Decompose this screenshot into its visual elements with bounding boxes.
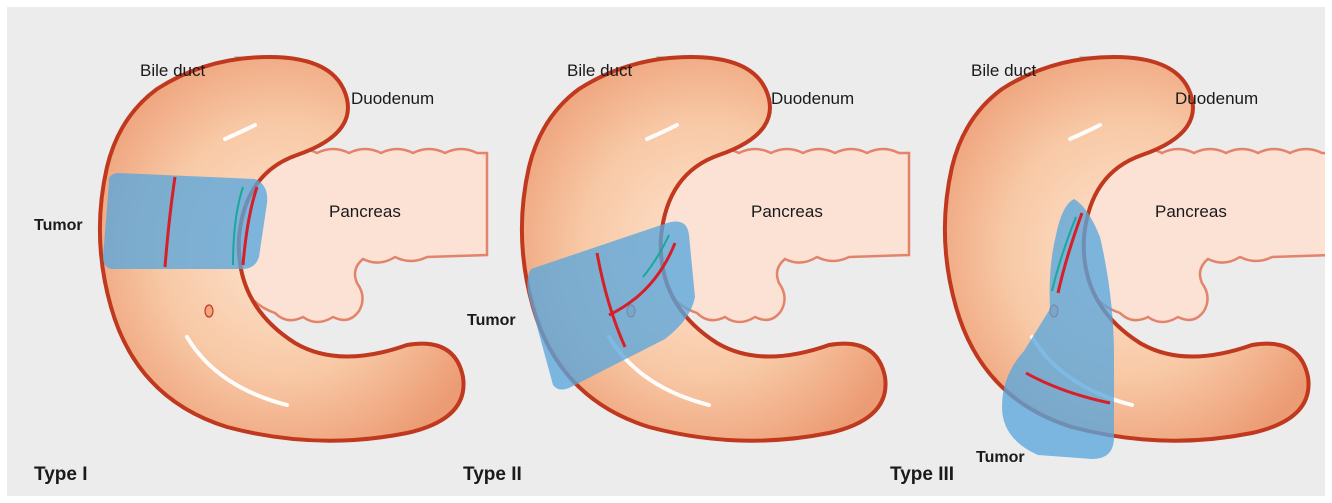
pancreas-label: Pancreas (1155, 202, 1227, 221)
panel-type-iii: Bile duct Duodenum Pancreas Tumor Type I… (890, 57, 1325, 485)
figure-canvas: Bile duct Duodenum Pancreas Tumor Type I… (7, 7, 1325, 496)
tumor-label: Tumor (467, 312, 516, 329)
anatomy-duodenum-pancreas (522, 57, 909, 441)
bile-duct-label: Bile duct (567, 61, 632, 80)
type-label: Type I (34, 464, 88, 485)
ampullary-tumor-classification-figure: Bile duct Duodenum Pancreas Tumor Type I… (7, 7, 1325, 496)
pancreas-label: Pancreas (329, 202, 401, 221)
type-label: Type II (463, 464, 522, 485)
tumor-label: Tumor (976, 449, 1025, 466)
pancreas-label: Pancreas (751, 202, 823, 221)
anatomy-duodenum-pancreas (945, 57, 1325, 441)
duodenum-label: Duodenum (1175, 89, 1258, 108)
panel-type-i: Bile duct Duodenum Pancreas Tumor Type I (34, 57, 487, 485)
bile-duct-label: Bile duct (140, 61, 205, 80)
panel-type-ii: Bile duct Duodenum Pancreas Tumor Type I… (463, 57, 909, 485)
type-label: Type III (890, 464, 954, 485)
bile-duct-label: Bile duct (971, 61, 1036, 80)
duodenum-label: Duodenum (771, 89, 854, 108)
duodenum-label: Duodenum (351, 89, 434, 108)
tumor-label: Tumor (34, 217, 83, 234)
